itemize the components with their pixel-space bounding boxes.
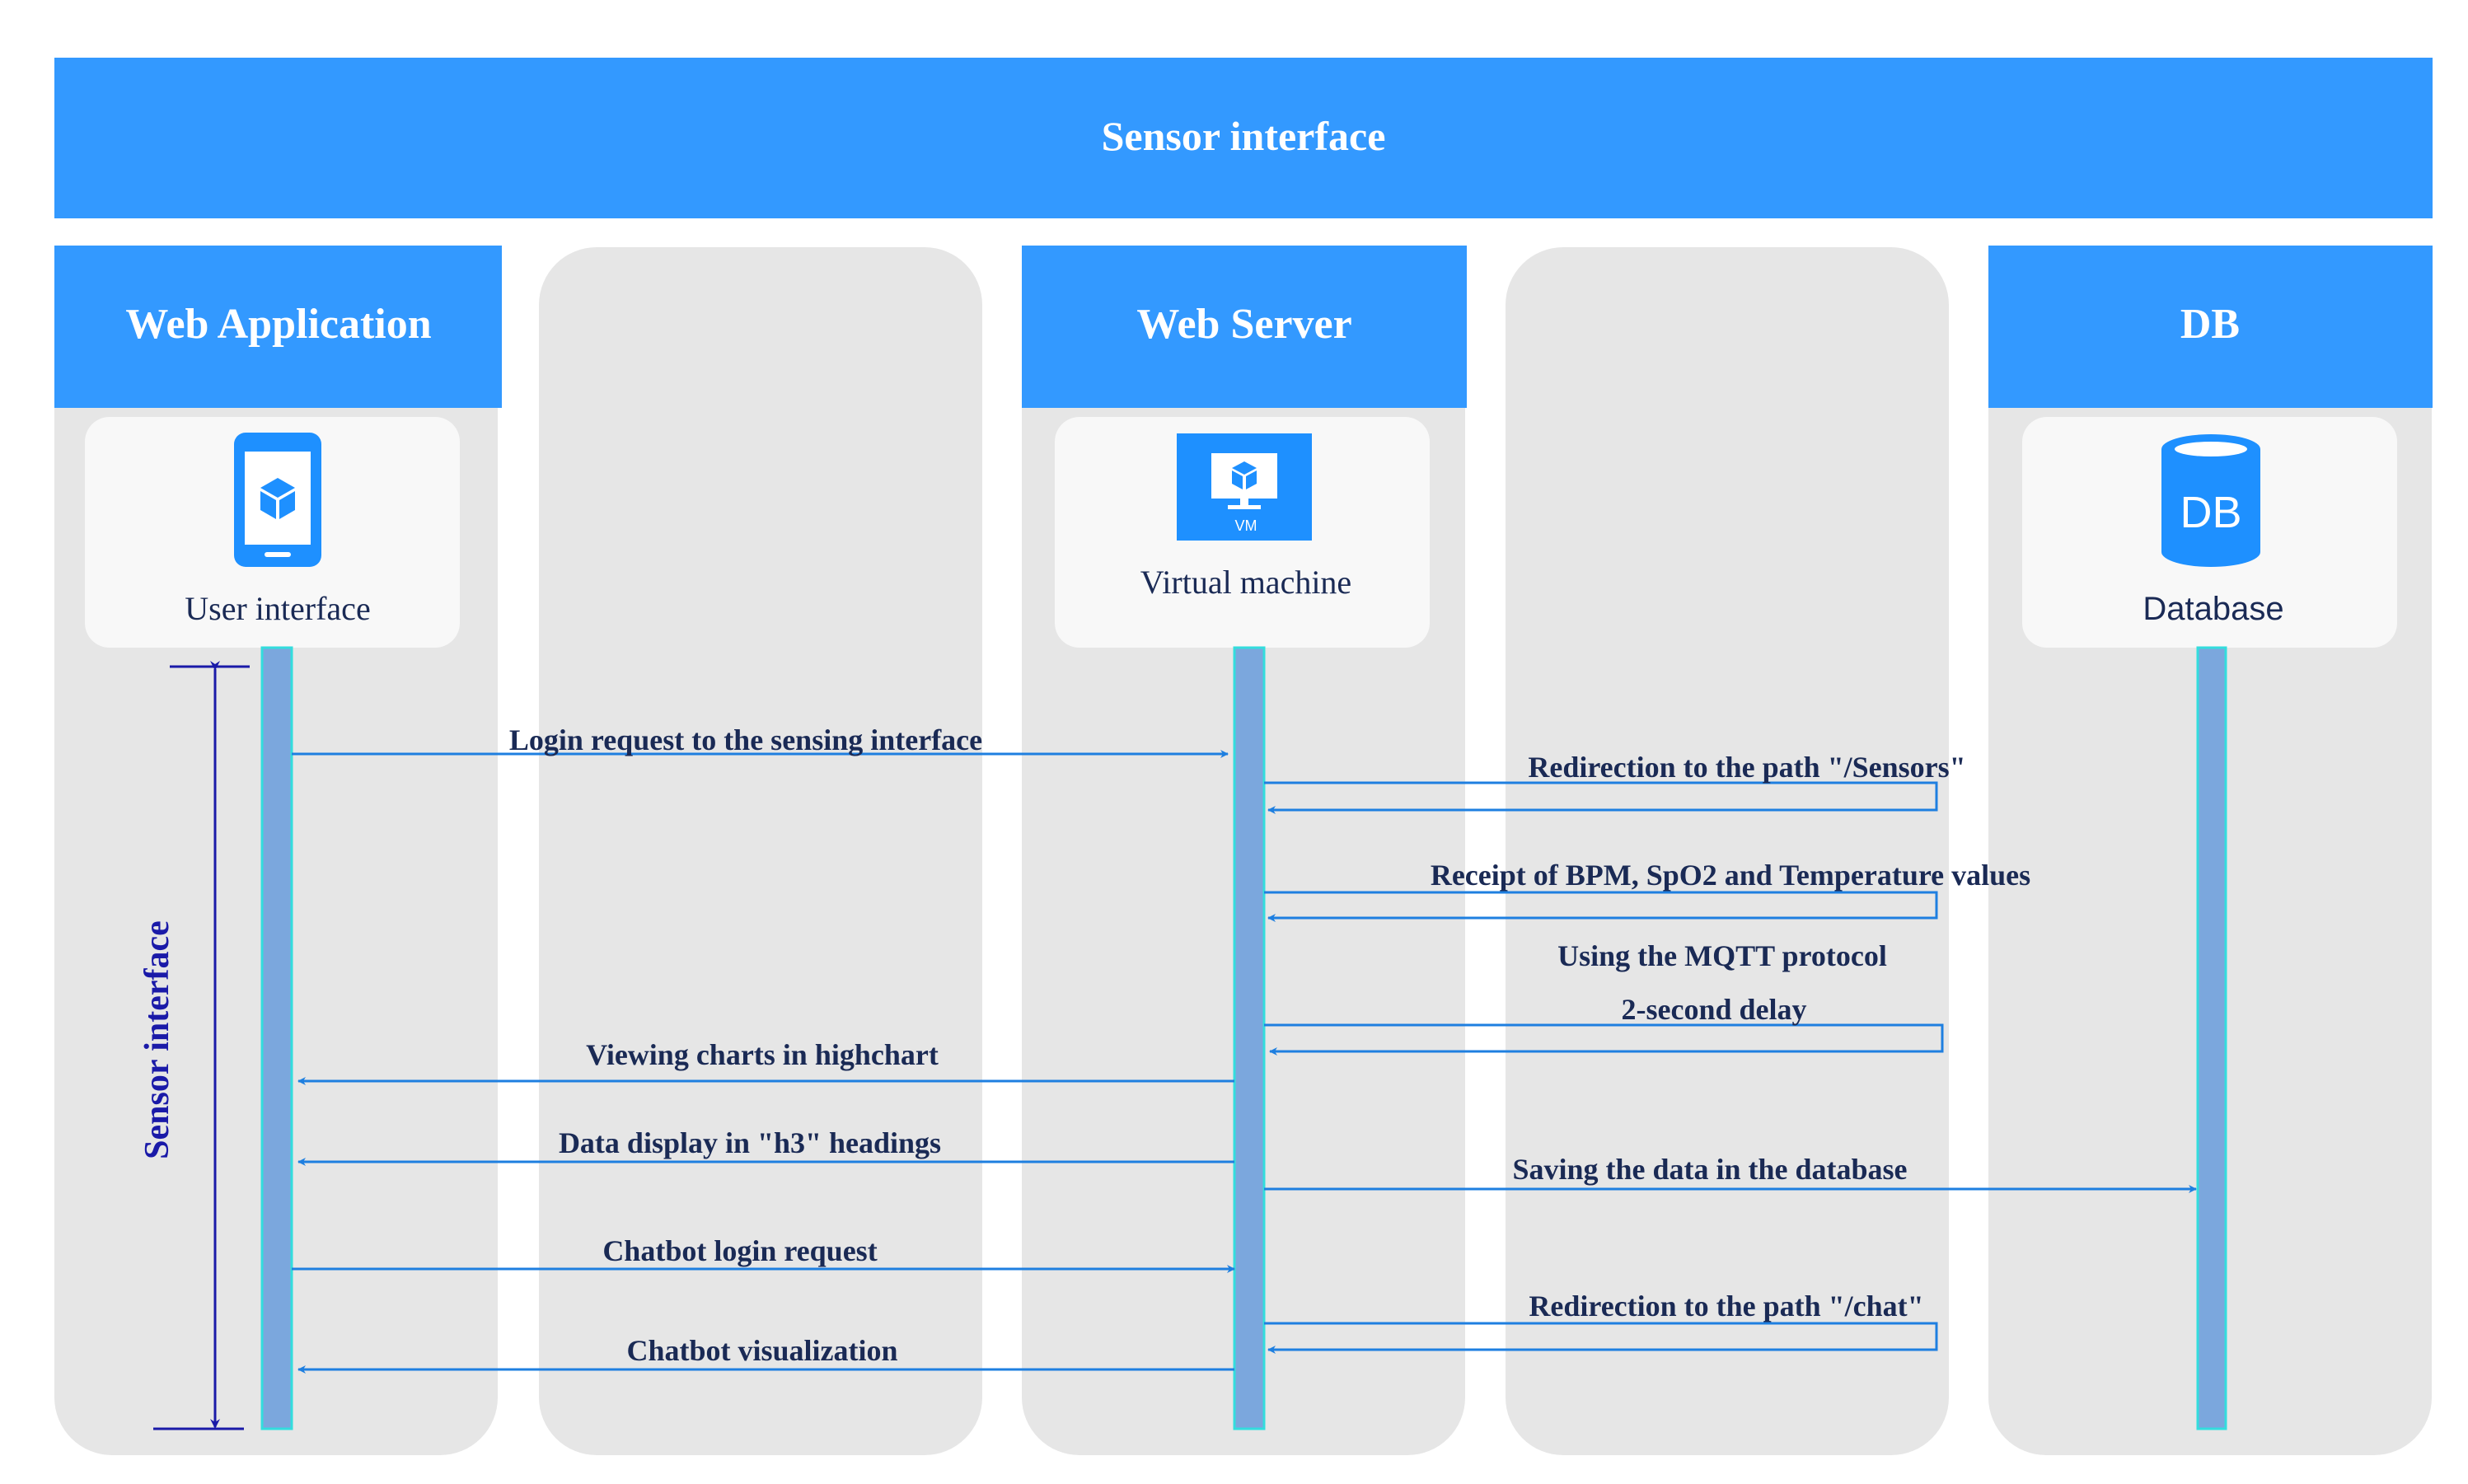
msg-redirect-sensors: Redirection to the path "/Sensors" <box>1528 751 1965 784</box>
header-web-application-text: Web Application <box>125 301 431 348</box>
msg-2-second-delay: 2-second delay <box>1622 993 1807 1026</box>
msg-chatbot-login: Chatbot login request <box>602 1234 877 1267</box>
msg-redirect-chat: Redirection to the path "/chat" <box>1529 1290 1923 1322</box>
header-web-server <box>1022 246 1467 408</box>
virtual-machine-label: Virtual machine <box>1140 564 1351 601</box>
top-banner <box>54 58 2433 218</box>
arrow-redirect-sensors <box>1264 781 1938 814</box>
side-label: Sensor interface <box>138 920 176 1159</box>
arrow-mqtt-delay <box>1264 1023 1944 1056</box>
user-interface-label: User interface <box>185 590 370 627</box>
lane-gap-2 <box>1506 247 1949 1455</box>
msg-chatbot-visualization: Chatbot visualization <box>626 1334 897 1367</box>
smartphone-icon <box>234 433 321 567</box>
header-web-server-text: Web Server <box>1136 301 1351 348</box>
msg-login-request: Login request to the sensing interface <box>509 723 982 756</box>
database-label: Database <box>2143 591 2283 627</box>
msg-saving-data: Saving the data in the database <box>1512 1153 1907 1186</box>
arrow-redirect-chat <box>1264 1322 1938 1354</box>
virtual-machine-icon: VM <box>1177 433 1312 541</box>
database-icon: DB <box>2161 434 2260 567</box>
msg-data-display: Data display in "h3" headings <box>559 1126 941 1159</box>
banner-title: Sensor interface <box>1102 113 1386 159</box>
vm-icon-caption: VM <box>1235 517 1257 534</box>
arrow-receipt-values <box>1264 891 1938 922</box>
header-db-text: DB <box>2180 301 2240 348</box>
msg-receipt-values: Receipt of BPM, SpO2 and Temperature val… <box>1431 859 2030 892</box>
sensor-interface-bracket <box>153 661 250 1430</box>
msg-mqtt-protocol: Using the MQTT protocol <box>1557 939 1887 972</box>
db-icon-caption: DB <box>2180 488 2241 537</box>
lifeline-web-server <box>1233 646 1266 1430</box>
msg-viewing-charts: Viewing charts in highchart <box>586 1038 939 1071</box>
header-db <box>1988 246 2433 408</box>
lane-gap-1 <box>539 247 982 1455</box>
header-web-application <box>54 246 502 408</box>
lifeline-web-application <box>260 646 293 1430</box>
lifeline-db <box>2196 646 2227 1430</box>
